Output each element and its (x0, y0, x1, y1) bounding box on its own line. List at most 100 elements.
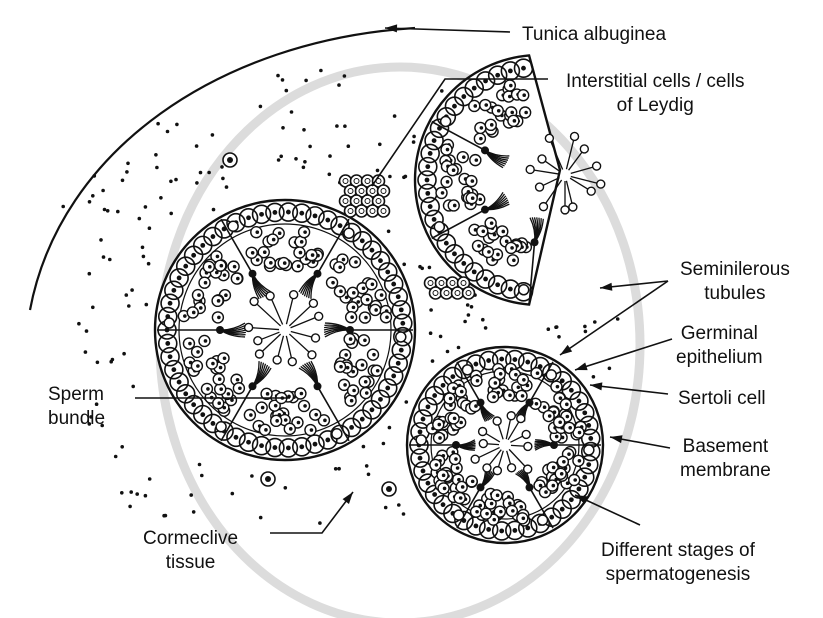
nucleus (347, 188, 354, 194)
connective-tissue-dot (189, 493, 193, 497)
connective-tissue-dot (83, 350, 88, 354)
nucleus (344, 295, 349, 300)
sertoli-cell-nucleus (439, 115, 452, 128)
label-sertoli-cell: Sertoli cell (678, 388, 766, 409)
nucleus (171, 367, 177, 373)
spermatogonium (552, 499, 573, 520)
nucleus (260, 405, 265, 410)
nucleus (364, 178, 371, 184)
nucleus (512, 528, 518, 533)
connective-tissue-dot (280, 78, 285, 82)
nucleus (349, 398, 354, 403)
arrowhead (590, 382, 603, 391)
nucleus (217, 377, 222, 382)
nucleus (216, 299, 221, 303)
connective-tissue-dot (364, 464, 369, 468)
connective-tissue-dot (135, 492, 139, 496)
nucleus (438, 436, 442, 440)
nucleus (452, 103, 457, 109)
nucleus (465, 290, 472, 296)
spermatogonium (160, 346, 180, 367)
nucleus (565, 402, 569, 407)
connective-tissue-dot (301, 165, 306, 170)
nucleus (442, 486, 447, 491)
nucleus (487, 250, 491, 254)
nucleus (208, 265, 212, 269)
nucleus (171, 287, 177, 293)
connective-tissue-dot (335, 124, 339, 128)
sperm-head (560, 205, 570, 215)
spermatogonium (164, 359, 184, 380)
spermatogonium (505, 520, 525, 541)
nucleus (554, 434, 559, 439)
nucleus (374, 308, 378, 312)
sperm-head (534, 182, 545, 192)
nucleus (511, 509, 515, 513)
nucleus (477, 244, 481, 248)
nucleus (217, 315, 221, 320)
nucleus (568, 425, 572, 430)
connective-tissue-dot (276, 158, 281, 162)
nucleus (277, 231, 282, 236)
nucleus (345, 365, 350, 370)
connective-tissue-dot (465, 303, 470, 307)
spermatogonium (238, 207, 259, 228)
sertoli-cell-boundary (220, 385, 254, 442)
nucleus (576, 398, 582, 404)
spermatogonium (420, 143, 440, 164)
nucleus (576, 486, 582, 492)
connective-tissue-dot (109, 359, 113, 364)
nucleus (224, 293, 228, 298)
nucleus (210, 234, 216, 239)
nucleus (235, 377, 240, 382)
nucleus (521, 516, 526, 521)
nucleus (443, 240, 449, 246)
connective-tissue-dot (328, 154, 332, 158)
sperm-head (523, 441, 533, 452)
connective-tissue-dot (141, 254, 146, 259)
connective-tissue-dot (346, 144, 351, 148)
nucleus (250, 250, 255, 255)
connective-tissue-dot (101, 188, 105, 193)
spermatogonium (436, 233, 457, 253)
spermatogonium (341, 417, 362, 438)
nucleus (203, 339, 208, 343)
nucleus (470, 479, 475, 484)
spermatogonium (475, 71, 496, 91)
nucleus (544, 490, 548, 494)
sertoli-cell-boundary (456, 361, 482, 403)
spermatogonium (251, 435, 272, 456)
sperm-tail (530, 168, 560, 175)
connective-tissue-dot (327, 172, 332, 177)
connective-tissue-dot (87, 422, 92, 426)
nucleus (236, 276, 240, 281)
spermatogonium (169, 372, 189, 392)
sperm-head (287, 356, 297, 367)
nucleus (507, 286, 513, 292)
connective-tissue-dot (198, 170, 203, 175)
connective-tissue-dot (583, 324, 587, 329)
nucleus (314, 412, 318, 417)
spermatogonium (226, 427, 246, 448)
tunica-albuginea-arc (28, 26, 416, 311)
nucleus (350, 315, 354, 320)
nucleus (269, 261, 273, 265)
spermatogonium (377, 262, 398, 282)
nucleus (215, 254, 220, 259)
nucleus (440, 502, 446, 508)
nucleus (296, 420, 301, 425)
connective-tissue-dot (343, 124, 347, 128)
sertoli-cell-nucleus (163, 317, 175, 329)
nucleus (272, 445, 278, 450)
nucleus (167, 354, 173, 360)
connective-tissue-dot (156, 121, 160, 126)
nucleus (496, 108, 501, 113)
nucleus (347, 208, 354, 214)
nucleus (565, 414, 570, 419)
nucleus (369, 407, 375, 413)
sperm-head (586, 186, 596, 196)
nucleus (365, 297, 370, 302)
nucleus (351, 369, 356, 374)
